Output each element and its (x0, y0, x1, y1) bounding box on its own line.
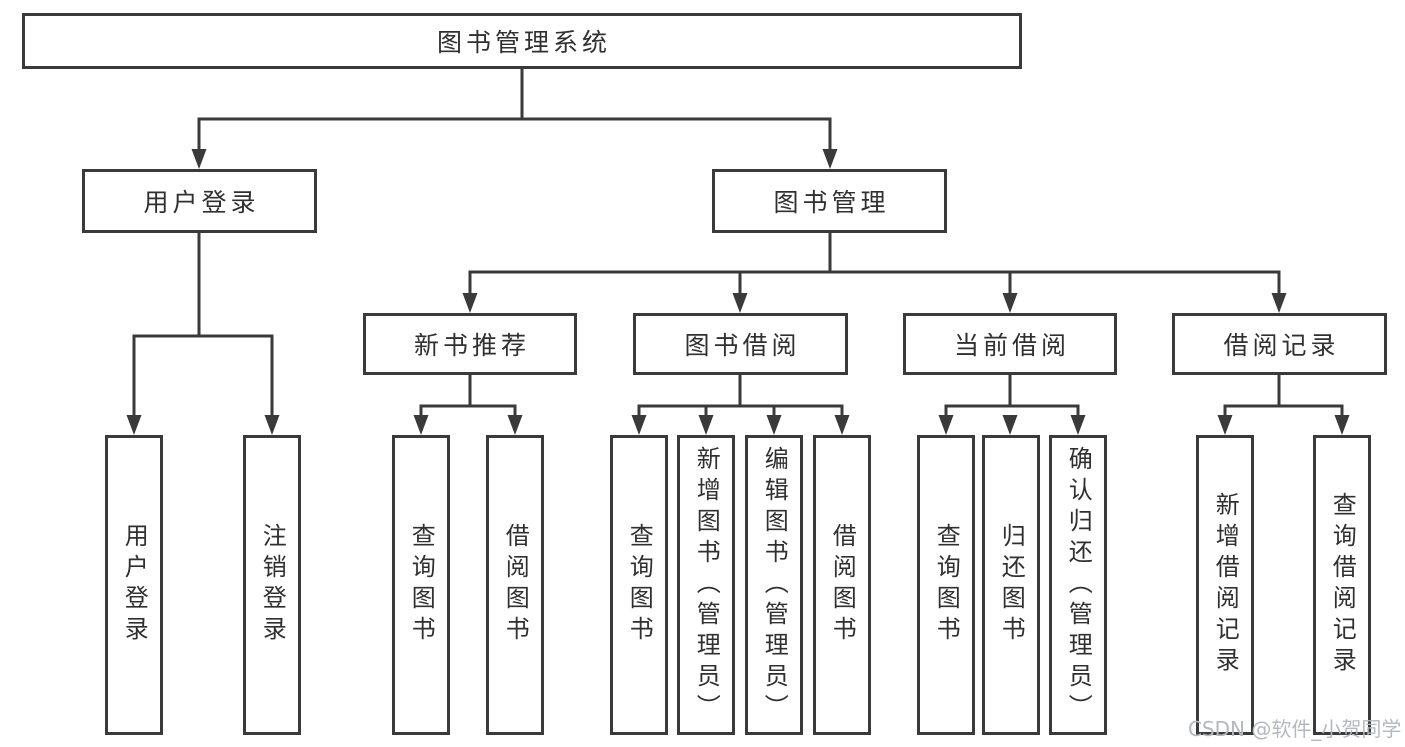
node-label: 查询图书 (625, 523, 654, 647)
node-label: 编辑图书（管理员） (760, 445, 789, 725)
leaf-user-login: 用户登录 (105, 435, 163, 735)
node-label: 用户登录 (143, 188, 260, 217)
node-label: 确认归还（管理员） (1064, 445, 1093, 725)
leaf-nbr-borrow-book: 借阅图书 (486, 435, 544, 735)
leaf-cb-confirm-return-admin: 确认归还（管理员） (1049, 435, 1107, 735)
node-label: 新增图书（管理员） (692, 445, 721, 725)
leaf-nbr-query-book: 查询图书 (392, 435, 450, 735)
node-label: 新增借阅记录 (1211, 492, 1240, 678)
leaf-br-add-record: 新增借阅记录 (1196, 435, 1254, 735)
node-label: 新书推荐 (413, 331, 530, 360)
node-label: 归还图书 (997, 523, 1026, 647)
leaf-bb-query-book: 查询图书 (610, 435, 668, 735)
node-new-book-recommend: 新书推荐 (363, 313, 577, 375)
leaf-bb-borrow-book: 借阅图书 (813, 435, 871, 735)
node-label: 当前借阅 (953, 331, 1070, 360)
node-label: 图书管理系统 (436, 28, 611, 57)
leaf-bb-edit-book-admin: 编辑图书（管理员） (745, 435, 803, 735)
node-borrow-record: 借阅记录 (1172, 313, 1387, 375)
node-user-login: 用户登录 (82, 169, 317, 233)
node-label: 查询图书 (932, 523, 961, 647)
node-label: 借阅图书 (501, 523, 530, 647)
leaf-logout: 注销登录 (243, 435, 301, 735)
node-label: 图书借阅 (684, 331, 801, 360)
node-book-management: 图书管理 (712, 169, 947, 233)
node-current-borrow: 当前借阅 (903, 313, 1117, 375)
node-label: 借阅记录 (1223, 331, 1340, 360)
leaf-br-query-record: 查询借阅记录 (1313, 435, 1371, 735)
node-book-borrow: 图书借阅 (633, 313, 848, 375)
leaf-bb-add-book-admin: 新增图书（管理员） (677, 435, 735, 735)
node-root: 图书管理系统 (22, 13, 1022, 69)
leaf-cb-return-book: 归还图书 (982, 435, 1040, 735)
node-label: 注销登录 (258, 523, 287, 647)
node-label: 用户登录 (120, 523, 149, 647)
node-label: 借阅图书 (828, 523, 857, 647)
node-label: 查询图书 (407, 523, 436, 647)
watermark: CSDN @软件_小贺同学 (1188, 717, 1402, 741)
arrowhead-icons (126, 149, 1350, 435)
node-label: 图书管理 (773, 188, 890, 217)
connector-path (132, 67, 1344, 421)
leaf-cb-query-book: 查询图书 (917, 435, 975, 735)
node-label: 查询借阅记录 (1328, 492, 1357, 678)
